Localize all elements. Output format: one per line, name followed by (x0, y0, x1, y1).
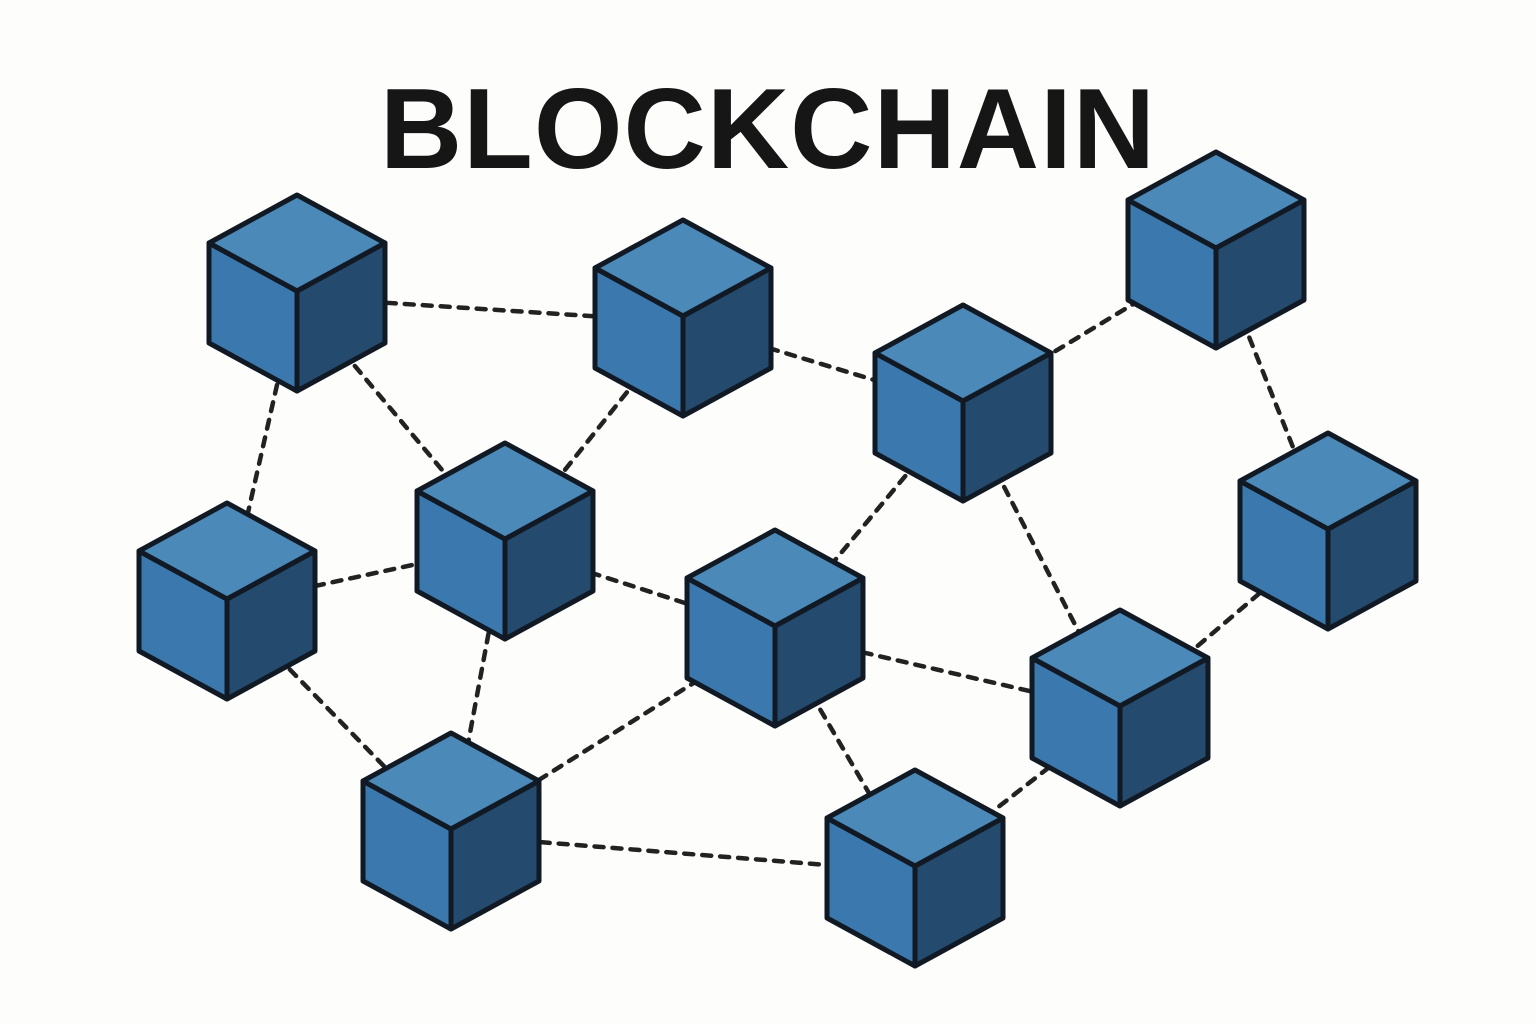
link-b6-b9 (448, 542, 508, 838)
block-b10-cube-icon (1029, 607, 1211, 809)
block-b11-cube-icon (824, 767, 1006, 969)
cube-top-face (592, 217, 774, 319)
cube-top-face (1029, 607, 1211, 709)
cube-top-face (136, 500, 318, 602)
cube-top-face (684, 527, 866, 629)
block-b4-cube-icon (1125, 149, 1307, 351)
cube-top-face (872, 302, 1054, 404)
block-b7-cube-icon (684, 527, 866, 729)
link-b3-b4 (960, 251, 1219, 410)
block-b2-cube-icon (592, 217, 774, 419)
cube-top-face (414, 440, 596, 542)
block-b3-cube-icon (872, 302, 1054, 504)
block-b8-cube-icon (1237, 430, 1419, 632)
block-b9-cube-icon (360, 730, 542, 932)
blocks-layer (136, 149, 1419, 969)
diagram-title: BLOCKCHAIN (379, 66, 1157, 193)
cube-top-face (1125, 149, 1307, 251)
block-b6-cube-icon (414, 440, 596, 642)
block-b5-cube-icon (136, 500, 318, 702)
cube-top-face (206, 192, 388, 294)
cube-top-face (360, 730, 542, 832)
cube-top-face (824, 767, 1006, 869)
cube-top-face (1237, 430, 1419, 532)
block-b1-cube-icon (206, 192, 388, 394)
